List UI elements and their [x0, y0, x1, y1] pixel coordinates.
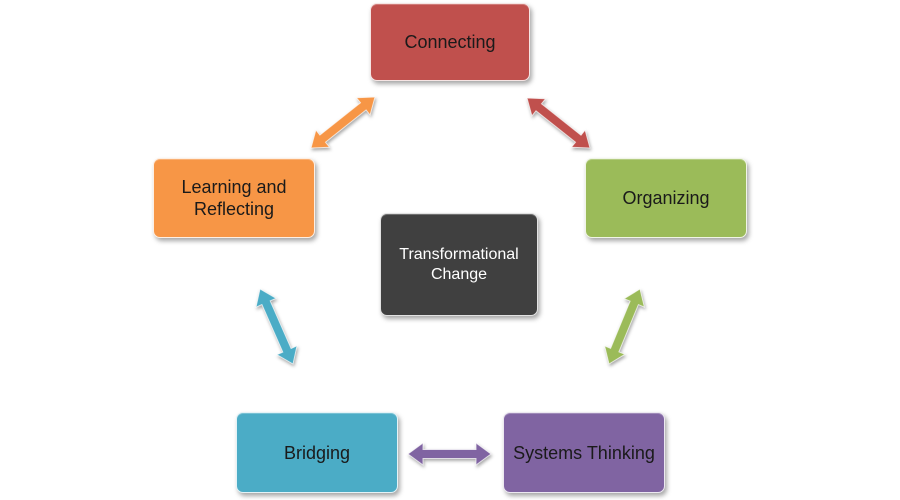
arrow-connecting-organizing — [526, 97, 591, 149]
node-connecting: Connecting — [370, 3, 530, 81]
node-bridging: Bridging — [236, 412, 398, 493]
node-transformational-change: Transformational Change — [380, 213, 538, 316]
arrow-systems-bridging — [407, 442, 492, 466]
node-organizing-label: Organizing — [622, 188, 710, 208]
node-organizing: Organizing — [585, 158, 747, 238]
node-learning-and-reflecting-label: Learning and Reflecting — [181, 177, 287, 219]
node-bridging-label: Bridging — [283, 442, 351, 463]
node-learning-and-reflecting: Learning and Reflecting — [153, 158, 315, 238]
arrow-organizing-systems — [603, 288, 646, 365]
node-systems-thinking-label: Systems Thinking — [513, 442, 655, 463]
arrow-learning-connecting — [310, 96, 376, 149]
node-connecting-label: Connecting — [404, 32, 496, 52]
arrow-bridging-learning — [255, 288, 298, 365]
node-transformational-change-label: Transformational Change — [399, 245, 519, 283]
node-systems-thinking: Systems Thinking — [503, 412, 665, 493]
